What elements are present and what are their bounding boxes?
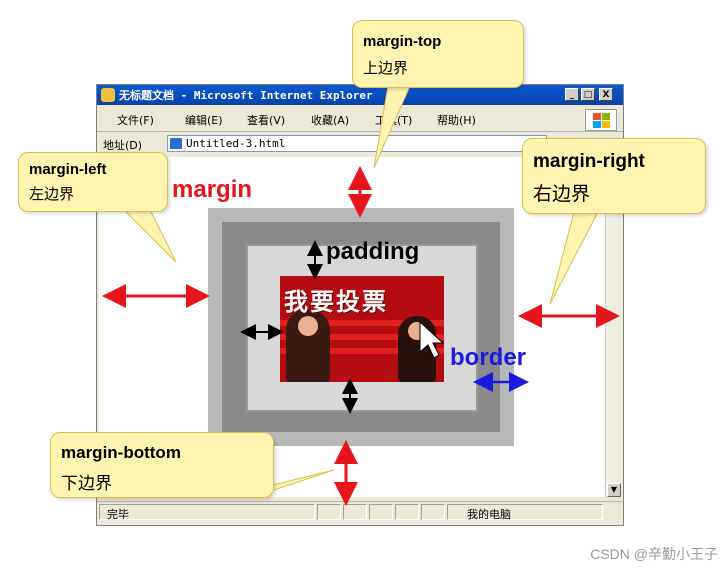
status-zone-text: 我的电脑 — [467, 508, 511, 521]
callout-margin-right: margin-right 右边界 — [522, 138, 706, 214]
menu-help[interactable]: 帮助(H) — [437, 114, 476, 127]
callout-right-en: margin-right — [533, 151, 645, 172]
windows-logo-icon — [585, 109, 617, 131]
margin-label: margin — [172, 176, 253, 203]
callout-margin-top: margin-top 上边界 — [352, 20, 524, 88]
page-icon — [170, 138, 182, 149]
callout-top-zh: 上边界 — [363, 59, 409, 77]
title-bar: 无标题文档 - Microsoft Internet Explorer _ □ … — [97, 85, 623, 105]
callout-right-tail — [549, 211, 599, 305]
menu-bar: 文件(F) 编辑(E) 查看(V) 收藏(A) 工具(T) 帮助(H) — [97, 107, 623, 132]
border-label: border — [450, 344, 527, 371]
address-value: Untitled-3.html — [186, 137, 286, 150]
status-main — [99, 504, 315, 520]
status-text: 完毕 — [107, 508, 129, 521]
maximize-button[interactable]: □ — [581, 88, 595, 101]
minimize-button[interactable]: _ — [565, 88, 579, 101]
scroll-down-icon[interactable]: ▼ — [607, 483, 621, 497]
callout-left-tail — [122, 209, 177, 263]
status-bar: 完毕 我的电脑 — [97, 501, 623, 524]
callout-top-tail — [373, 85, 411, 169]
menu-edit[interactable]: 编辑(E) — [185, 114, 223, 127]
callout-margin-left: margin-left 左边界 — [18, 152, 168, 212]
menu-file[interactable]: 文件(F) — [117, 114, 154, 127]
address-label: 地址(D) — [103, 139, 143, 152]
status-pane — [369, 504, 393, 520]
watermark: CSDN @辛勤小王子 — [590, 546, 718, 562]
status-zone — [447, 504, 603, 520]
cursor-icon — [419, 320, 445, 359]
status-pane — [421, 504, 445, 520]
window-title: 无标题文档 - Microsoft Internet Explorer — [119, 89, 373, 102]
menu-view[interactable]: 查看(V) — [247, 114, 286, 127]
menu-favorites[interactable]: 收藏(A) — [311, 114, 350, 127]
callout-top-en: margin-top — [363, 33, 442, 50]
status-pane — [317, 504, 341, 520]
callout-margin-bottom: margin-bottom 下边界 — [50, 432, 274, 498]
callout-bottom-zh: 下边界 — [61, 474, 112, 494]
callout-left-en: margin-left — [29, 161, 107, 178]
ie-icon — [101, 88, 115, 102]
close-button[interactable]: X — [599, 88, 613, 101]
image-banner-text: 我要投票 — [284, 288, 388, 316]
callout-bottom-en: margin-bottom — [61, 443, 181, 462]
callout-right-zh: 右边界 — [533, 183, 591, 205]
padding-label: padding — [326, 238, 420, 265]
status-pane — [395, 504, 419, 520]
callout-left-zh: 左边界 — [29, 185, 75, 203]
